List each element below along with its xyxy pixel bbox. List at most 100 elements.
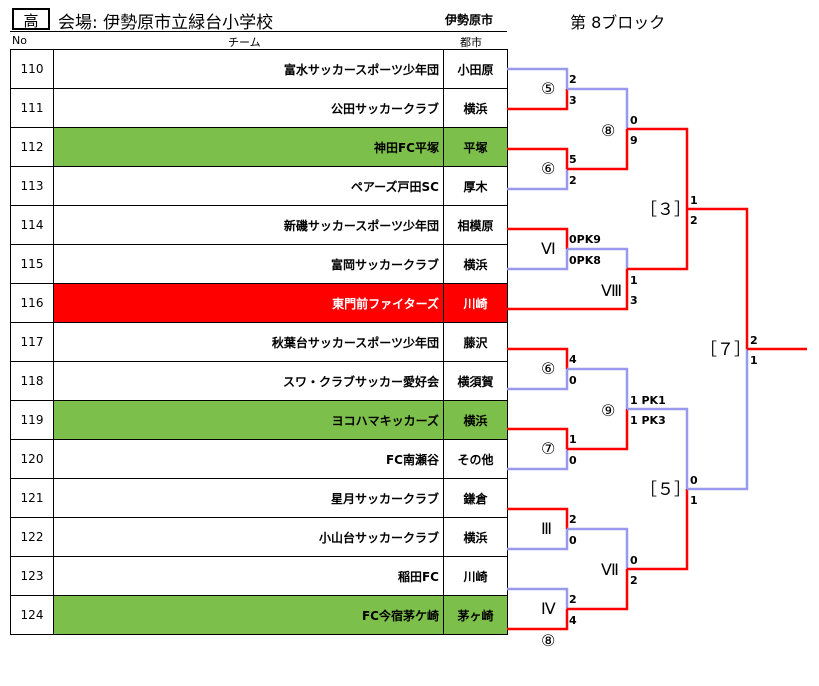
team-no: 111 — [10, 88, 54, 128]
match-score: 9 — [630, 134, 638, 147]
match-score: 2 — [569, 174, 577, 187]
match-label: Ⅵ — [541, 239, 556, 258]
match-score: 1 — [569, 433, 577, 446]
bracket-line — [507, 169, 569, 191]
bracket-line — [567, 409, 629, 451]
team-no: 121 — [10, 478, 54, 518]
bracket-line — [507, 249, 569, 271]
column-header-city: 都市 — [460, 36, 482, 49]
bracket-line — [507, 369, 569, 391]
team-city: 川崎 — [443, 556, 508, 596]
bracket-line — [567, 527, 629, 569]
bracket-line — [507, 147, 569, 169]
match-label: ⑧ — [601, 121, 616, 140]
match-score: 1 — [630, 274, 638, 287]
match-score: 5 — [569, 153, 577, 166]
bracket-line — [507, 67, 569, 89]
team-no: 120 — [10, 439, 54, 479]
match-score: 2 — [569, 513, 577, 526]
match-label: ［７］ — [700, 340, 751, 360]
header-divider — [10, 31, 507, 32]
bracket-line — [687, 207, 749, 349]
bracket-line — [507, 529, 569, 551]
match-score: 0 — [569, 534, 577, 547]
team-no: 118 — [10, 361, 54, 401]
team-name: 富岡サッカークラブ — [53, 244, 444, 284]
match-score: 0PK9 — [569, 233, 601, 246]
match-score: 1 — [690, 494, 698, 507]
match-score: 2 — [750, 334, 758, 347]
team-name: 東門前ファイターズ — [53, 283, 444, 323]
bracket-line — [507, 449, 569, 471]
match-score: 0 — [630, 114, 638, 127]
match-score: 3 — [630, 294, 638, 307]
bracket-line — [507, 227, 569, 249]
team-city: 横浜 — [443, 88, 508, 128]
bracket-line — [507, 507, 569, 529]
team-city: その他 — [443, 439, 508, 479]
match-score: 1 — [690, 194, 698, 207]
match-score: 0 — [569, 454, 577, 467]
match-label: Ⅷ — [601, 281, 623, 300]
bracket-line — [507, 609, 569, 631]
team-name: FC今宿茅ケ崎 — [53, 595, 444, 635]
bracket-line — [567, 129, 629, 171]
team-no: 112 — [10, 127, 54, 167]
match-score: 0 — [690, 474, 698, 487]
match-score: 2 — [569, 73, 577, 86]
match-label: ⑦ — [541, 439, 556, 458]
match-score: 0 — [630, 554, 638, 567]
match-score: 1 PK1 — [630, 394, 666, 407]
team-name: 神田FC平塚 — [53, 127, 444, 167]
match-score: 2 — [690, 214, 698, 227]
bracket-line — [507, 347, 569, 369]
bracket-line — [627, 407, 689, 489]
team-no: 123 — [10, 556, 54, 596]
team-name: 星月サッカークラブ — [53, 478, 444, 518]
match-label: Ⅳ — [541, 599, 556, 618]
level-badge: 高 — [12, 8, 50, 30]
match-score: 2 — [630, 574, 638, 587]
match-label: ⑥ — [541, 159, 556, 178]
bracket-line — [507, 89, 569, 111]
team-city: 川崎 — [443, 283, 508, 323]
team-city: 藤沢 — [443, 322, 508, 362]
team-city: 横浜 — [443, 517, 508, 557]
bracket-line — [627, 127, 689, 209]
match-score: 2 — [569, 593, 577, 606]
team-name: 小山台サッカークラブ — [53, 517, 444, 557]
team-no: 117 — [10, 322, 54, 362]
bracket-line — [627, 209, 689, 271]
bracket-line — [567, 247, 629, 269]
bracket-line — [567, 367, 629, 409]
column-header-team: チーム — [228, 36, 261, 49]
bracket-line — [507, 427, 569, 449]
team-no: 119 — [10, 400, 54, 440]
team-name: 秋葉台サッカースポーツ少年団 — [53, 322, 444, 362]
column-header-no: No — [12, 34, 27, 47]
team-city: 横浜 — [443, 244, 508, 284]
match-label: ［３］ — [640, 200, 691, 220]
match-label: ［５］ — [640, 480, 691, 500]
bracket-line — [507, 269, 629, 311]
match-score: 4 — [569, 353, 577, 366]
match-label: ⑥ — [541, 359, 556, 378]
match-label: Ⅶ — [601, 560, 619, 579]
team-city: 相模原 — [443, 205, 508, 245]
match-label: ⑤ — [541, 79, 556, 98]
team-name: ペアーズ戸田SC — [53, 166, 444, 206]
bracket-line — [567, 87, 629, 129]
